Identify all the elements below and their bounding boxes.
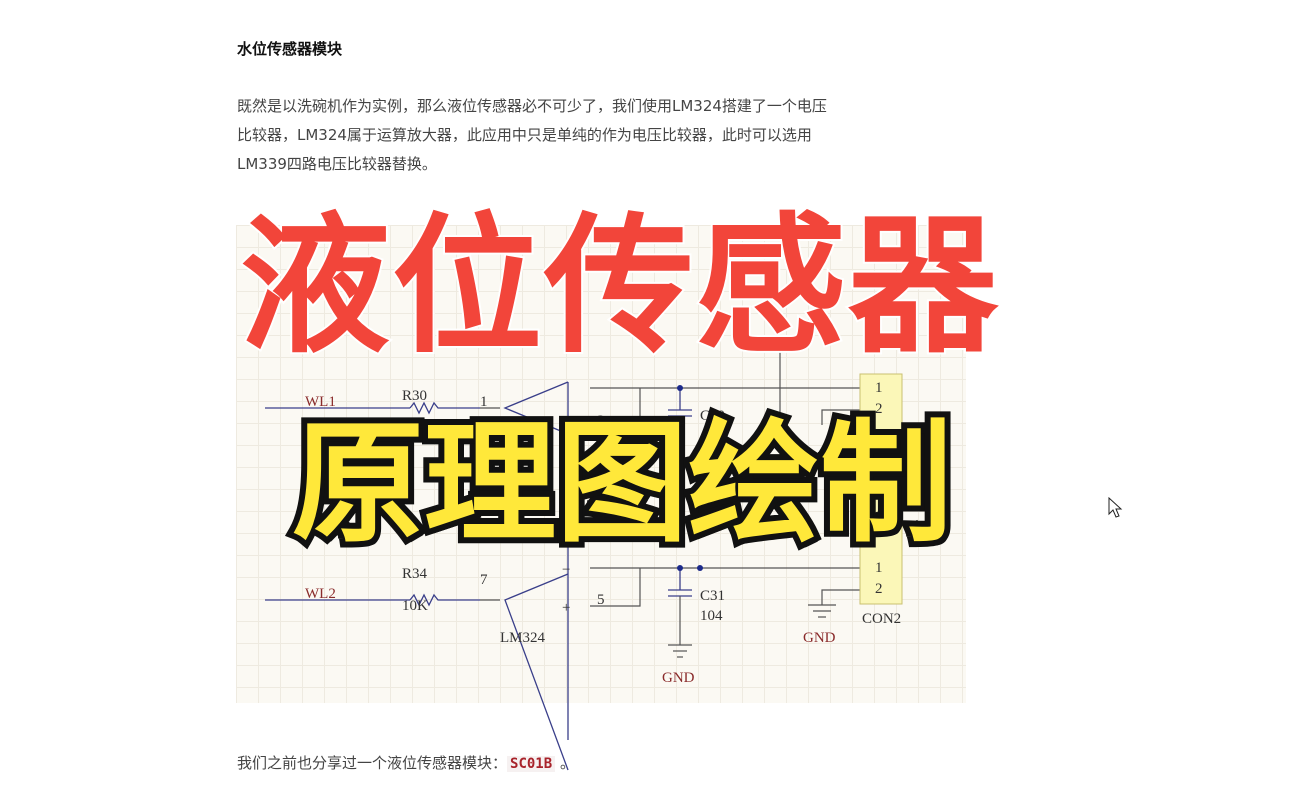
opamp-minus: −: [562, 562, 570, 578]
overlay-subtitle: 原理图绘制: [286, 407, 958, 561]
connector-label: CON2: [862, 611, 901, 627]
resistor-r34-value: 10K: [402, 598, 428, 614]
article-paragraph: 既然是以洗碗机作为实例，那么液位传感器必不可少了，我们使用LM324搭建了一个电…: [237, 92, 957, 179]
capacitor-c31: C31: [700, 588, 725, 604]
section-heading: 水位传感器模块: [237, 40, 343, 58]
bottom-text: 我们之前也分享过一个液位传感器模块：: [237, 754, 508, 772]
pin-3: 3: [597, 413, 605, 429]
bottom-paragraph: 我们之前也分享过一个液位传感器模块：SC01B 。: [237, 752, 575, 773]
opamp-plus: +: [562, 600, 570, 616]
pin-5: 5: [597, 592, 605, 608]
gnd-label: GND: [803, 630, 836, 646]
capacitor-c30: C30: [700, 408, 725, 424]
pin-1: 1: [480, 394, 488, 410]
net-label-wl1: WL1: [305, 394, 336, 410]
connector-pin: 1: [875, 380, 883, 396]
resistor-r34: R34: [402, 566, 428, 582]
connector-pin: 1: [875, 560, 883, 576]
module-code: SC01B: [507, 756, 556, 772]
pin-7: 7: [480, 572, 488, 588]
capacitor-c31-value: 104: [700, 608, 723, 624]
gnd-label: GND: [662, 670, 695, 686]
overlay-title: 液位传感器: [238, 200, 1001, 374]
schematic-image: [236, 225, 966, 703]
bottom-end: 。: [555, 754, 575, 772]
paragraph-line: 既然是以洗碗机作为实例，那么液位传感器必不可少了，我们使用LM324搭建了一个电…: [237, 97, 827, 115]
connector-pin: 2: [875, 581, 883, 597]
mouse-pointer-icon: [1108, 497, 1123, 518]
net-label-wl2: WL2: [305, 586, 336, 602]
connector-pin: 2: [875, 401, 883, 417]
paragraph-line: LM339四路电压比较器替换。: [237, 155, 437, 173]
resistor-r30: R30: [402, 388, 427, 404]
opamp-label: LM324: [500, 630, 546, 646]
paragraph-line: 比较器，LM324属于运算放大器，此应用中只是单纯的作为电压比较器，此时可以选用: [237, 126, 812, 144]
